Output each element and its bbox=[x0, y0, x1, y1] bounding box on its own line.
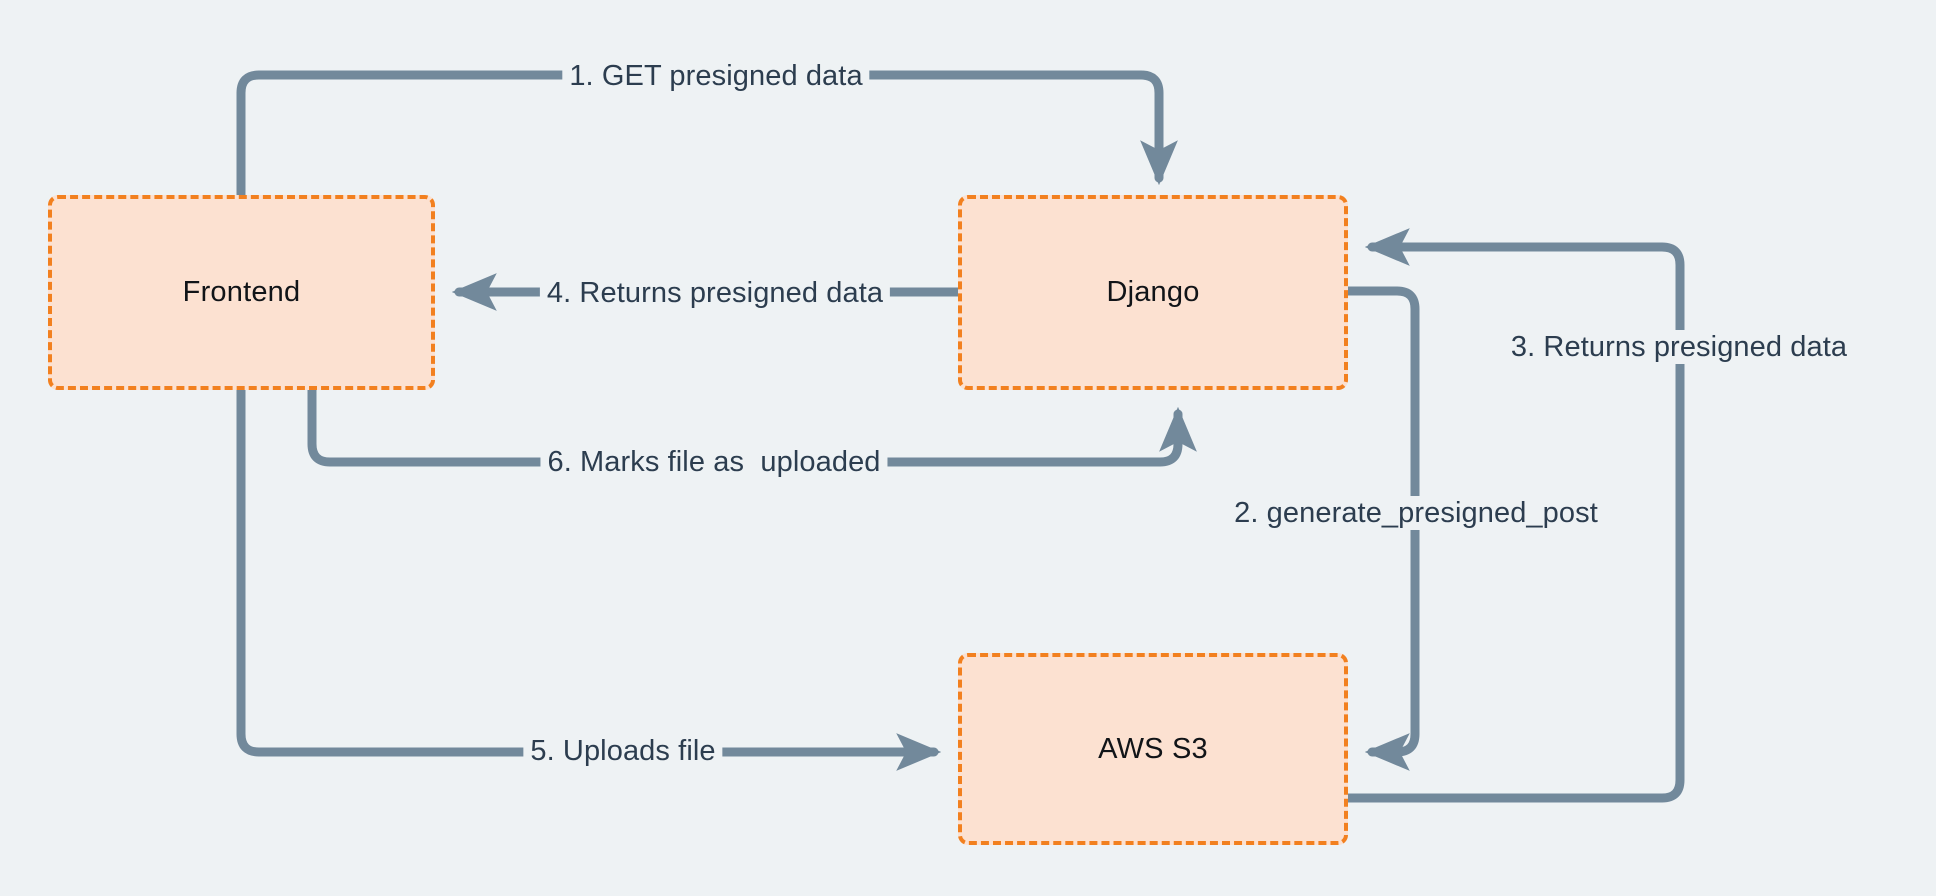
edge-5-path bbox=[236, 385, 942, 771]
edge-label-1: 1. GET presigned data bbox=[562, 59, 870, 93]
node-aws-s3[interactable]: AWS S3 bbox=[958, 653, 1348, 845]
node-frontend[interactable]: Frontend bbox=[48, 195, 435, 390]
node-django[interactable]: Django bbox=[958, 195, 1348, 390]
node-aws-s3-label: AWS S3 bbox=[1098, 732, 1208, 765]
node-django-label: Django bbox=[1106, 276, 1200, 308]
edge-label-3: 3. Returns presigned data bbox=[1503, 330, 1855, 364]
node-frontend-label: Frontend bbox=[182, 276, 301, 308]
edge-label-2: 2. generate_presigned_post bbox=[1227, 496, 1605, 530]
edge-1-path bbox=[236, 70, 1178, 200]
edge-label-5: 5. Uploads file bbox=[523, 734, 723, 768]
edge-label-4: 4. Returns presigned data bbox=[539, 276, 891, 310]
edge-label-6: 6. Marks file as uploaded bbox=[540, 445, 888, 479]
edge-3-path bbox=[1343, 228, 1685, 803]
